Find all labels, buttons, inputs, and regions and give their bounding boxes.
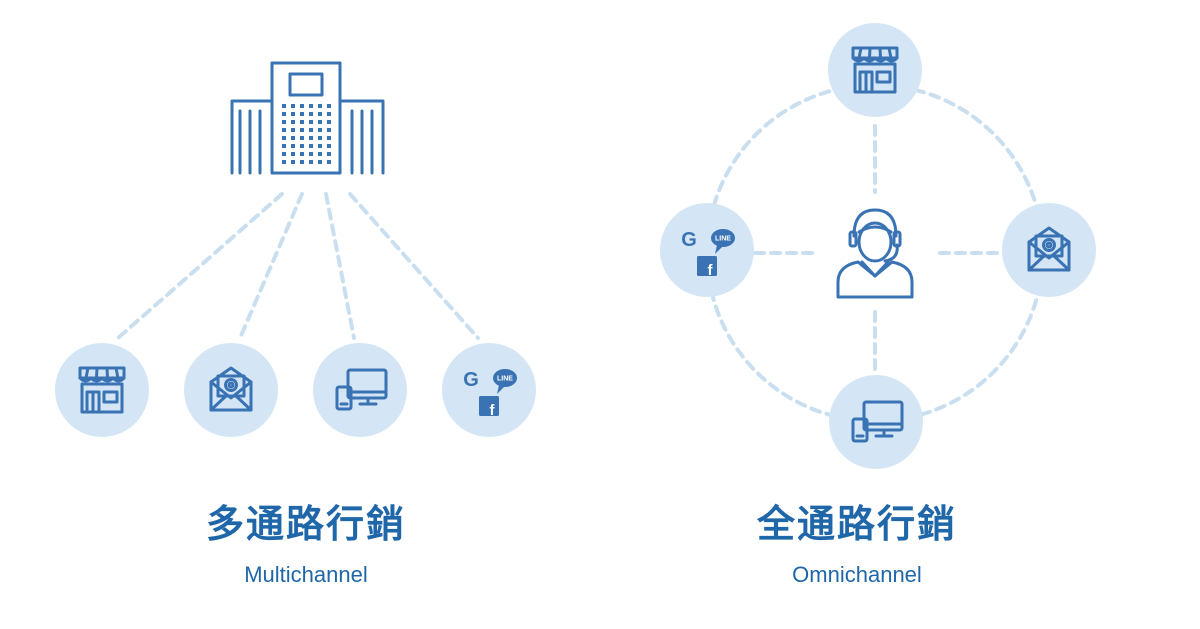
building-window [309, 160, 313, 164]
multichannel-devices-node [313, 343, 407, 437]
building-window [291, 128, 295, 132]
building-window [300, 128, 304, 132]
multichannel-store-node [55, 343, 149, 437]
building-window [291, 160, 295, 164]
building-window [282, 112, 286, 116]
multichannel-subtitle: Multichannel [244, 562, 368, 587]
building-window [282, 160, 286, 164]
multichannel-email-node [184, 343, 278, 437]
building-window [309, 144, 313, 148]
omnichannel-store-node [828, 23, 922, 117]
omnichannel-subtitle: Omnichannel [792, 562, 922, 587]
building-window [282, 152, 286, 156]
building-window [318, 120, 322, 124]
omnichannel-social-node [660, 203, 754, 297]
building-window [282, 136, 286, 140]
building-window [291, 104, 295, 108]
building-window [327, 104, 331, 108]
office-building-icon [230, 61, 385, 175]
building-window [318, 112, 322, 116]
building-window [327, 112, 331, 116]
building-window [327, 152, 331, 156]
building-window [318, 104, 322, 108]
building-window [327, 160, 331, 164]
building-window [282, 128, 286, 132]
building-window [327, 144, 331, 148]
building-window [282, 104, 286, 108]
building-window [327, 136, 331, 140]
omnichannel-diagram [660, 23, 1096, 469]
building-window [309, 136, 313, 140]
omnichannel-devices-node [829, 375, 923, 469]
building-window [318, 128, 322, 132]
connector-line [116, 192, 284, 340]
building-window [300, 104, 304, 108]
building-window [309, 128, 313, 132]
building-window [291, 144, 295, 148]
building-window [282, 120, 286, 124]
building-window [318, 136, 322, 140]
building-window [291, 112, 295, 116]
building-window [327, 128, 331, 132]
building-window [327, 120, 331, 124]
building-window [309, 104, 313, 108]
connector-line [238, 192, 304, 340]
omnichannel-email-node [1002, 203, 1096, 297]
building-window [300, 160, 304, 164]
building-window [309, 120, 313, 124]
building-window [291, 152, 295, 156]
building-window [300, 144, 304, 148]
customer-icon [836, 208, 914, 299]
connector-line [324, 192, 356, 340]
connector-line [348, 192, 480, 340]
multichannel-social-node [442, 343, 536, 437]
building-window [309, 112, 313, 116]
building-window [300, 136, 304, 140]
multichannel-diagram [55, 61, 536, 437]
building-window [291, 136, 295, 140]
multichannel-title: 多通路行銷 [205, 502, 406, 546]
building-window [291, 120, 295, 124]
building-window [309, 152, 313, 156]
building-window [318, 160, 322, 164]
building-window [300, 120, 304, 124]
building-window [318, 152, 322, 156]
omnichannel-title: 全通路行銷 [756, 502, 957, 546]
building-window [300, 112, 304, 116]
building-window [300, 152, 304, 156]
building-window [318, 144, 322, 148]
building-window [282, 144, 286, 148]
